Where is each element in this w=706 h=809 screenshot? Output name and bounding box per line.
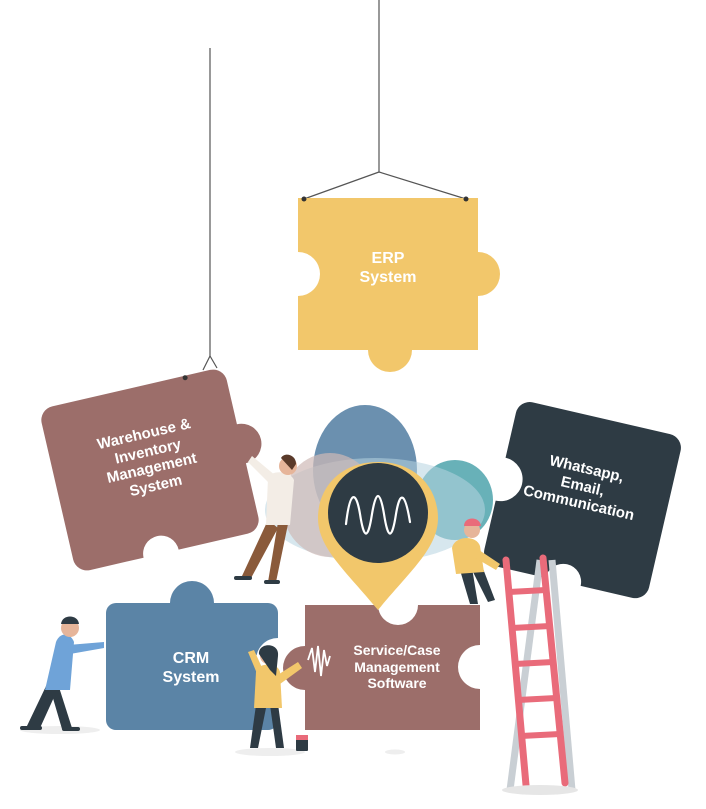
waveform-icon — [344, 494, 412, 535]
person-holding-warehouse-icon — [234, 454, 297, 584]
signal-icon — [307, 645, 331, 677]
person-pushing-crm-icon — [20, 616, 104, 731]
ladder-icon — [502, 554, 578, 795]
person-on-ladder-icon — [452, 518, 500, 604]
service-label: Service/Case Management Software — [353, 642, 441, 692]
hanging-strings — [202, 0, 467, 371]
ground-shadows — [20, 726, 405, 756]
hub-badge — [318, 462, 438, 610]
crm-label: CRM System — [162, 650, 220, 686]
whatsapp-piece — [484, 402, 681, 599]
person-with-paint-icon — [248, 645, 308, 751]
erp-piece — [298, 196, 500, 372]
crm-piece — [106, 581, 278, 730]
erp-label: ERP System — [359, 250, 417, 286]
service-piece — [283, 605, 480, 730]
warehouse-piece — [41, 369, 262, 571]
